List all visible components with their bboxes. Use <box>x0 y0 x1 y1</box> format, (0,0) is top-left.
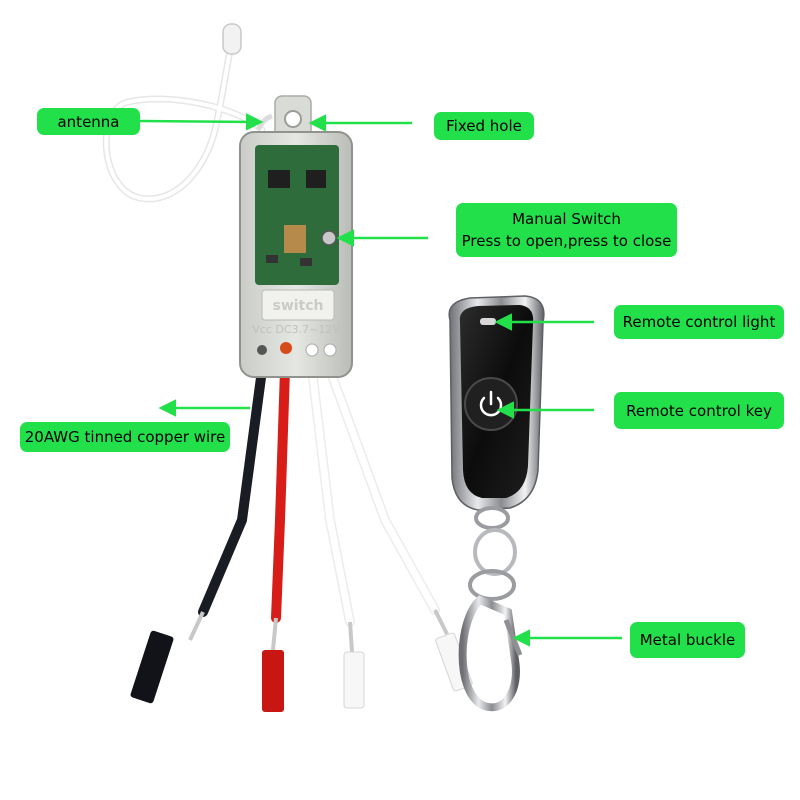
receiver-module: switch Vcc DC3.7~12V <box>239 131 353 378</box>
indicator-light <box>480 318 496 325</box>
arrow-antenna <box>139 113 264 131</box>
manual-switch-button <box>321 230 337 246</box>
manual-switch-title: Manual Switch <box>512 210 621 228</box>
fixed-hole-label-text: Fixed hole <box>446 117 522 135</box>
antenna-label-text: antenna <box>57 112 120 131</box>
metal-buckle-label-text: Metal buckle <box>639 631 736 649</box>
metal-buckle-label: Metal buckle <box>630 622 745 658</box>
manual-switch-label: Manual Switch Press to open,press to clo… <box>456 203 677 257</box>
remote-control-key-label: Remote control key <box>614 392 784 429</box>
antenna-label: antenna <box>37 108 140 135</box>
wire-label-text: 20AWG tinned copper wire <box>24 428 226 446</box>
remote-control-key-label-text: Remote control key <box>626 401 772 420</box>
remote-control-light-label: Remote control light <box>614 305 784 339</box>
fixed-hole-label: Fixed hole <box>434 112 534 140</box>
voltage-print: Vcc DC3.7~12V <box>252 323 340 336</box>
wire-label: 20AWG tinned copper wire <box>20 422 230 452</box>
pointer-arrows <box>139 113 622 647</box>
switch-print: switch <box>272 298 323 314</box>
remote-control-light-label-text: Remote control light <box>622 313 776 331</box>
remote-control <box>448 295 545 712</box>
lead-wires <box>130 365 473 712</box>
manual-switch-description: Press to open,press to close <box>461 232 672 250</box>
